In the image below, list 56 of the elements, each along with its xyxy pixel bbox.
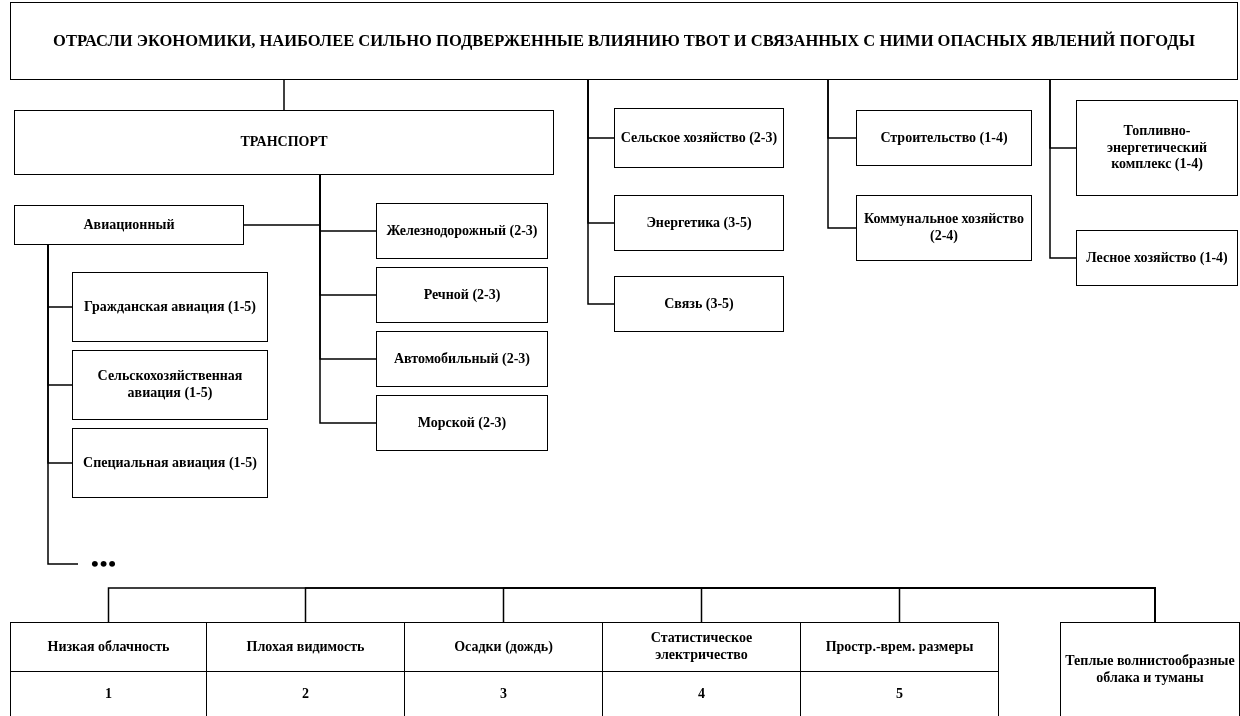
column-header: Статистическое электричество	[649, 630, 754, 664]
connector-line	[587, 79, 615, 305]
category-text: Авиационный	[83, 216, 175, 234]
connector-line	[898, 587, 1156, 623]
ellipsis: •••	[78, 550, 130, 578]
category-text: Автомобильный (2-3)	[394, 350, 530, 368]
column-number: 4	[698, 686, 705, 703]
category-text: Строительство (1-4)	[880, 129, 1008, 147]
category-text: Гражданская авиация (1-5)	[83, 298, 257, 316]
category-box	[1076, 100, 1238, 196]
column-number: 5	[896, 686, 903, 703]
connector-line	[319, 174, 377, 424]
table-column	[800, 622, 999, 716]
category-box	[376, 395, 548, 451]
category-box	[614, 195, 784, 251]
category-box	[856, 110, 1032, 166]
category-text: Морской (2-3)	[417, 414, 507, 432]
heading-text: ОТРАСЛИ ЭКОНОМИКИ, НАИБОЛЕЕ СИЛЬНО ПОДВЕРЖЕННЫЕ ВЛИЯНИЮ ТВОТ И СВЯЗАННЫХ С НИМИ ОПАСНЫХ ЯВЛЕНИЙ ПОГОДЫ	[53, 31, 1195, 51]
category-text: Связь (3-5)	[664, 295, 734, 313]
connector-line	[283, 79, 285, 111]
category-box	[14, 110, 554, 175]
category-text: Сельское хозяйство (2-3)	[620, 129, 778, 147]
category-box	[14, 205, 244, 245]
category-text: Специальная авиация (1-5)	[83, 454, 257, 472]
header-box	[10, 2, 1238, 80]
connector-line	[47, 244, 79, 565]
category-box	[614, 276, 784, 332]
category-box	[1076, 230, 1238, 286]
category-text: ТРАНСПОРТ	[240, 134, 328, 151]
category-box	[72, 428, 268, 498]
table-column	[10, 622, 207, 716]
category-text: Энергетика (3-5)	[646, 214, 752, 232]
category-box	[856, 195, 1032, 261]
category-box	[72, 350, 268, 420]
category-text: Сельскохозяйственная авиация (1-5)	[96, 368, 244, 402]
category-box	[376, 203, 548, 259]
category-text: Лесное хозяйство (1-4)	[1086, 249, 1228, 267]
column-header: Плохая видимость	[246, 638, 365, 656]
category-box	[1060, 622, 1240, 716]
category-box	[614, 108, 784, 168]
column-number: 3	[500, 686, 507, 703]
connector-line	[827, 79, 857, 229]
column-number: 2	[302, 686, 309, 703]
category-text: Топливно-энергетический комплекс (1-4)	[1105, 122, 1209, 174]
category-text: Коммунальное хозяйство (2-4)	[863, 211, 1025, 245]
column-header: Низкая облачность	[47, 638, 170, 656]
category-text: Речной (2-3)	[423, 286, 501, 304]
category-text: Железнодорожный (2-3)	[386, 222, 538, 240]
column-number: 1	[105, 686, 112, 703]
category-box	[376, 331, 548, 387]
column-header: Осадки (дождь)	[454, 638, 553, 656]
column-header: Простр.-врем. размеры	[825, 638, 974, 656]
category-text: Теплые волнистообразные облака и туманы	[1065, 653, 1235, 687]
connector-line	[1049, 79, 1077, 259]
category-box	[376, 267, 548, 323]
category-box	[72, 272, 268, 342]
